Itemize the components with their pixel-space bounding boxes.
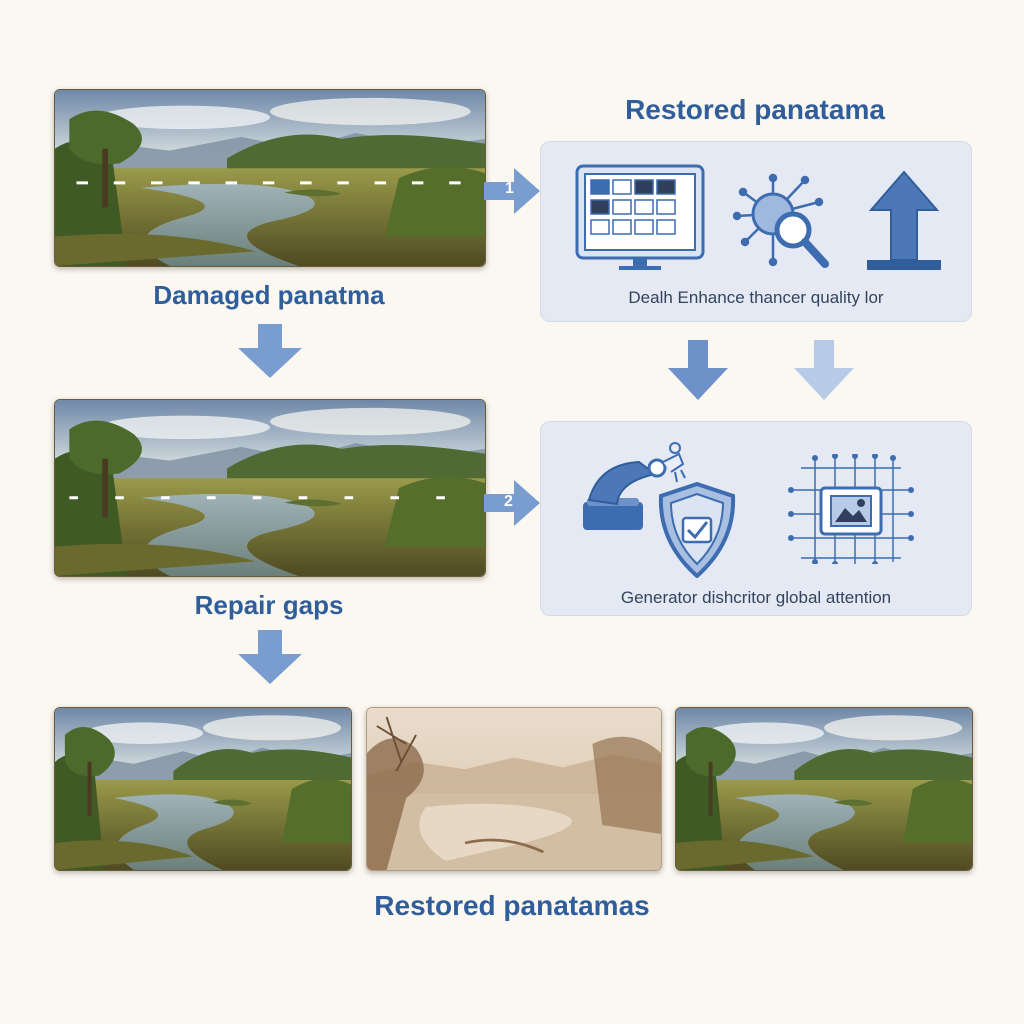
global-attention-network-icon <box>788 454 914 564</box>
gan-attention-panel-caption: Generator dishcritor global attention <box>620 588 892 607</box>
detail-magnifier-icon <box>733 173 829 268</box>
down-arrow-icon <box>238 630 302 684</box>
restored-panorama-color-1 <box>54 707 352 871</box>
discriminator-shield-icon <box>658 482 736 578</box>
right-arrow-step-1-icon <box>484 168 540 214</box>
generator-robot-arm-icon <box>583 442 686 530</box>
repair-gaps-painting <box>54 399 486 577</box>
damaged-panorama-painting <box>54 89 486 267</box>
step-marker-2: 2 <box>504 493 513 510</box>
restored-panorama-sepia <box>366 707 662 871</box>
right-arrow-step-2-icon <box>484 480 540 526</box>
down-arrow-icon <box>238 324 302 378</box>
upscale-arrow-icon <box>867 170 941 270</box>
down-arrow-light-icon <box>794 340 854 400</box>
step-marker-1: 1 <box>505 180 514 197</box>
enhancement-panel-caption: Dealh Enhance thancer quality lor <box>628 288 884 307</box>
enhancement-panel: Dealh Enhance thancer quality lor <box>540 141 972 322</box>
restored-panorama-title: Restored panatama <box>625 94 885 125</box>
repair-gaps-label: Repair gaps <box>194 590 344 620</box>
restored-panorama-color-2 <box>675 707 973 871</box>
gan-attention-panel: Generator dishcritor global attention <box>540 421 972 616</box>
image-grid-icon <box>575 164 705 270</box>
down-arrow-icon <box>668 340 728 400</box>
damaged-panorama-label: Damaged panatma <box>153 280 385 310</box>
restored-panoramas-label: Restored panatamas <box>374 890 650 921</box>
